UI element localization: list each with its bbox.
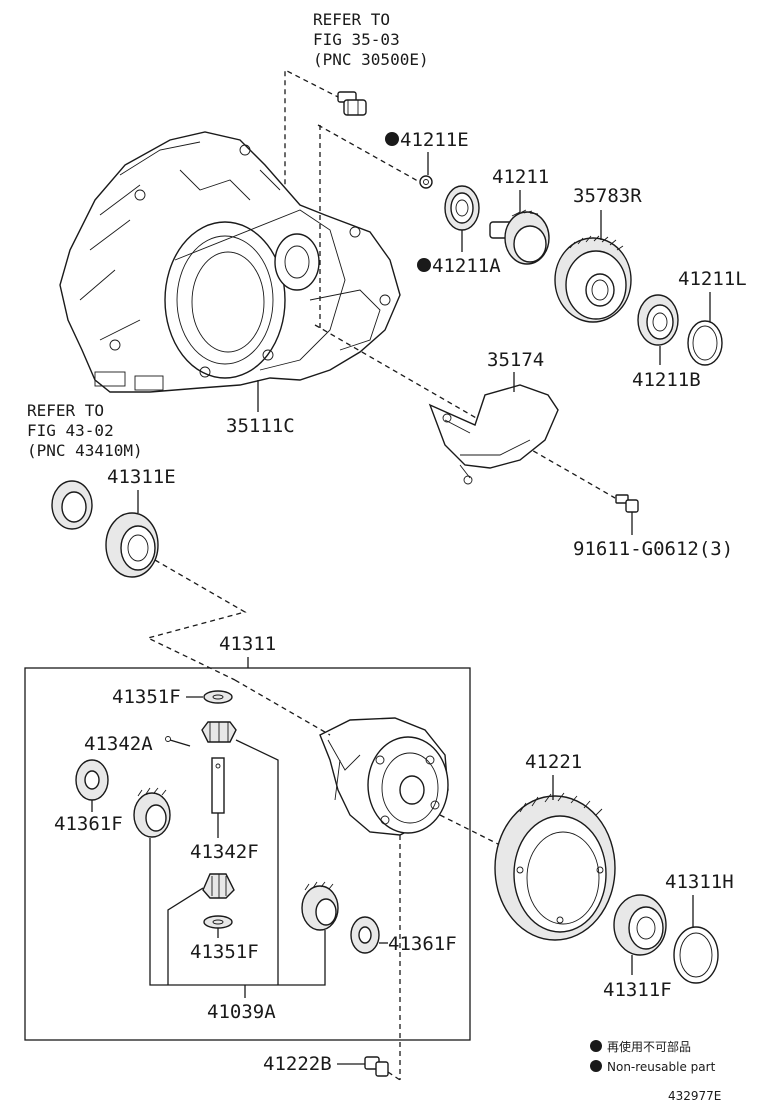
- bearing-41211a: [444, 185, 480, 231]
- label-41351f-top: 41351F: [112, 686, 181, 708]
- label-41342f: 41342F: [190, 841, 259, 863]
- oil-plate-35174: [428, 384, 559, 485]
- label-41211l: 41211L: [678, 268, 747, 290]
- bracket-41039a: [149, 739, 326, 998]
- label-35111c: 35111C: [226, 415, 295, 437]
- bolt-top: [337, 91, 367, 116]
- label-35783r: 35783R: [573, 185, 642, 207]
- shim-41311h: [673, 926, 719, 984]
- label-91611-g0612: 91611-G0612(3): [573, 538, 733, 560]
- shaft-41342f: [211, 757, 225, 814]
- label-41039a: 41039A: [207, 1001, 276, 1023]
- ref-top-line2: FIG 35-03: [313, 30, 400, 49]
- label-41311: 41311: [219, 633, 276, 655]
- label-41361f-left: 41361F: [54, 813, 123, 835]
- washer-41351f-top: [203, 690, 233, 704]
- legend-dot-jp: [590, 1040, 602, 1052]
- drive-pinion-41211: [489, 209, 550, 265]
- gear-35783r: [554, 235, 632, 323]
- pinion-gear-top: [201, 721, 237, 743]
- transaxle-housing-35111c: [59, 131, 401, 393]
- figure-id: 432977E: [668, 1089, 721, 1103]
- label-41211e: 41211E: [400, 129, 469, 151]
- label-41311h: 41311H: [665, 871, 734, 893]
- side-gear-left: [133, 787, 171, 838]
- diff-assembly-frame: [24, 667, 471, 1041]
- pin-41342a: [165, 736, 191, 747]
- ref-top-line1: REFER TO: [313, 10, 390, 29]
- diff-case-41311: [319, 717, 449, 836]
- bearing-41311e: [105, 512, 159, 578]
- label-41351f-bottom: 41351F: [190, 941, 259, 963]
- bearing-41311f: [613, 894, 667, 956]
- pinion-gear-bottom: [202, 873, 235, 899]
- label-41211a: 41211A: [432, 255, 501, 277]
- label-41361f-right: 41361F: [388, 933, 457, 955]
- ref-left-line1: REFER TO: [27, 401, 104, 420]
- legend-dot-en: [590, 1060, 602, 1072]
- ref-note-top: REFER TO FIG 35-03 (PNC 30500E): [313, 10, 429, 69]
- nut-41211e: [419, 175, 433, 189]
- bolt-91611: [615, 494, 639, 513]
- label-41311e: 41311E: [107, 466, 176, 488]
- label-41221: 41221: [525, 751, 582, 773]
- ref-left-line3: (PNC 43410M): [27, 441, 143, 460]
- label-41222b: 41222B: [263, 1053, 332, 1075]
- non-reusable-dot-41211e: [385, 132, 399, 146]
- side-gear-right: [301, 881, 339, 931]
- ref-note-left: REFER TO FIG 43-02 (PNC 43410M): [27, 401, 143, 460]
- label-41211b: 41211B: [632, 369, 701, 391]
- ring-gear-41221: [494, 792, 616, 941]
- shim-41211l: [687, 320, 723, 366]
- non-reusable-dot-41211a: [417, 258, 431, 272]
- oil-seal-left: [51, 480, 93, 530]
- legend-text-en: Non-reusable part: [607, 1060, 716, 1074]
- ref-left-line2: FIG 43-02: [27, 421, 114, 440]
- washer-41361f-right: [350, 916, 380, 954]
- ref-top-line3: (PNC 30500E): [313, 50, 429, 69]
- washer-41351f-bottom: [203, 915, 233, 929]
- bolt-41222b: [364, 1056, 389, 1077]
- legend: 再使用不可部品 Non-reusable part: [590, 1039, 716, 1074]
- legend-text-jp: 再使用不可部品: [607, 1039, 691, 1054]
- bearing-41211b: [637, 294, 679, 346]
- label-41342a: 41342A: [84, 733, 153, 755]
- label-41211: 41211: [492, 166, 549, 188]
- label-35174: 35174: [487, 349, 544, 371]
- washer-41361f-left: [75, 759, 109, 801]
- label-41311f: 41311F: [603, 979, 672, 1001]
